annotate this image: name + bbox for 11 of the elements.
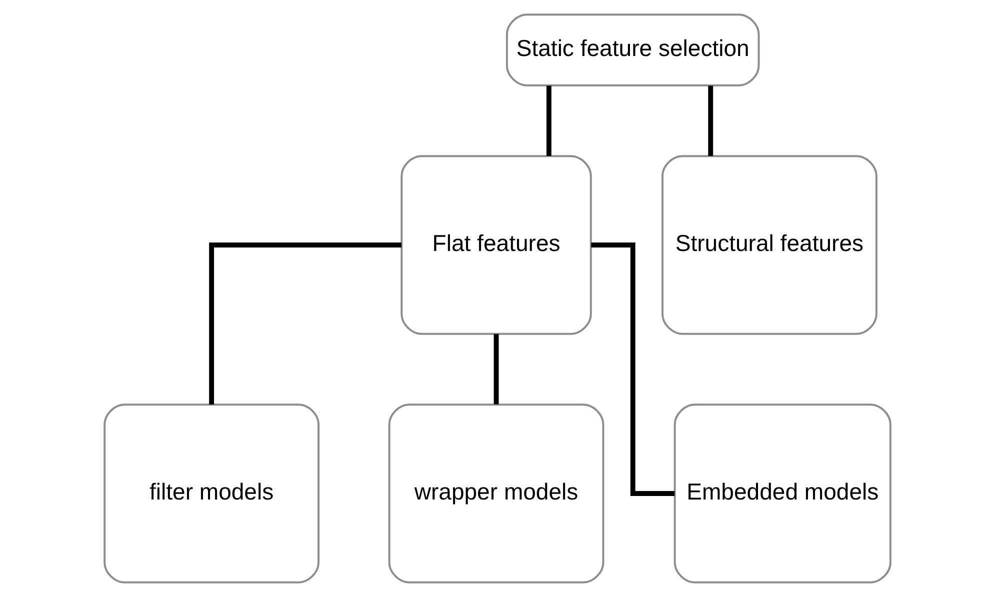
connector [590, 242, 674, 496]
connector [208, 242, 401, 404]
connector [546, 86, 551, 156]
node-box: Structural features [661, 155, 877, 335]
connector [493, 334, 498, 404]
node-box: wrapper models [388, 404, 604, 584]
node-box: Static feature selection [505, 14, 760, 86]
connector [708, 86, 713, 156]
node-box: Flat features [400, 155, 592, 335]
node-box: Embedded models [673, 404, 891, 584]
node-box: filter models [103, 404, 320, 584]
